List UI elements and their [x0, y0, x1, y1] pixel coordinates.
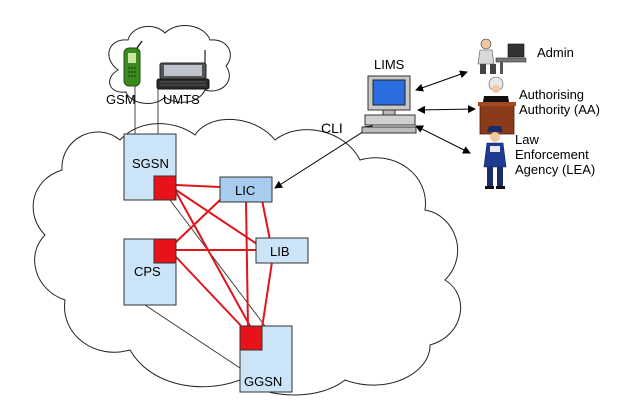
admin-person-icon: [477, 38, 527, 74]
sgsn-interface: [153, 175, 177, 201]
police-officer-icon: [483, 126, 507, 189]
lib-label: LIB: [270, 244, 290, 259]
lib-node[interactable]: [255, 237, 309, 264]
sgsn-label: SGSN: [132, 156, 169, 171]
lic-label: LIC: [235, 183, 255, 198]
cli-link: [274, 125, 373, 189]
red-links: [174, 184, 273, 331]
lims-computer-icon: [361, 75, 417, 134]
umts-label: UMTS: [163, 92, 200, 107]
aa-label-line1: Authorising: [519, 87, 584, 102]
ggsn-label: GGSN: [244, 374, 282, 389]
cli-label: CLI: [321, 120, 343, 136]
cps-interface: [153, 238, 177, 264]
lea-label-line1: Law: [515, 132, 539, 147]
authority-judge-icon: [478, 76, 516, 135]
aa-label-line2: Authority (AA): [519, 102, 600, 117]
gsm-phone-icon: [123, 40, 143, 87]
admin-label: Admin: [537, 45, 574, 60]
lea-label-line2: Enforcement: [515, 147, 589, 162]
ggsn-interface: [239, 325, 263, 351]
cps-label: CPS: [134, 264, 161, 279]
lea-label-line3: Agency (LEA): [515, 162, 595, 177]
lims-label: LIMS: [374, 57, 405, 72]
actor-links: [415, 70, 476, 154]
lic-node[interactable]: [219, 176, 273, 203]
umts-device-icon: [156, 50, 210, 90]
gsm-label: GSM: [106, 92, 136, 107]
